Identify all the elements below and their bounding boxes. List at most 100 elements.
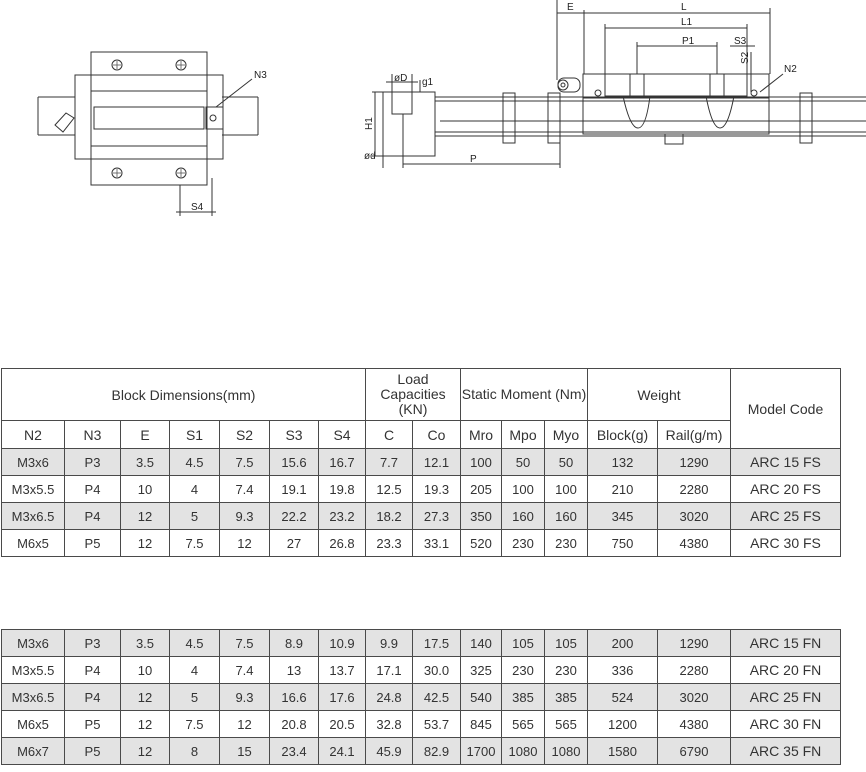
table-cell: 12 xyxy=(120,529,170,557)
table-cell: 45.9 xyxy=(365,737,413,765)
column-header: Block(g) xyxy=(587,420,658,449)
table-cell: 4.5 xyxy=(169,448,220,476)
table-cell: 27.3 xyxy=(412,502,461,530)
table-cell: P5 xyxy=(64,710,121,738)
table-cell: 160 xyxy=(544,502,588,530)
label-n3: N3 xyxy=(254,70,267,81)
table-cell: 7.5 xyxy=(219,448,270,476)
table-cell: 24.1 xyxy=(318,737,366,765)
technical-drawing: N3 S4 øD g1 H1 ød P E L L1 P1 S3 S2 N2 xyxy=(37,0,866,216)
model-code-cell: ARC 25 FN xyxy=(730,683,841,711)
column-header: Co xyxy=(412,420,461,449)
column-header: Rail(g/m) xyxy=(657,420,731,449)
table-cell: M6x5 xyxy=(1,529,65,557)
model-code-cell: ARC 30 FS xyxy=(730,529,841,557)
table-cell: 19.1 xyxy=(269,475,319,503)
header-model-code: Model Code xyxy=(730,368,841,449)
table-cell: 1580 xyxy=(587,737,658,765)
table-cell: 100 xyxy=(460,448,502,476)
table-cell: 19.8 xyxy=(318,475,366,503)
table-cell: 7.5 xyxy=(169,710,220,738)
table-cell: M3x5.5 xyxy=(1,656,65,684)
table-cell: 132 xyxy=(587,448,658,476)
table-cell: 105 xyxy=(544,629,588,657)
table-cell: 20.8 xyxy=(269,710,319,738)
table-cell: 1290 xyxy=(657,448,731,476)
table-cell: 8 xyxy=(169,737,220,765)
label-od-bottom: ød xyxy=(364,151,376,162)
table-cell: 4 xyxy=(169,656,220,684)
table-cell: 20.5 xyxy=(318,710,366,738)
label-p: P xyxy=(470,154,477,165)
table-cell: 350 xyxy=(460,502,502,530)
table-cell: 10.9 xyxy=(318,629,366,657)
table-cell: 100 xyxy=(544,475,588,503)
table-cell: 140 xyxy=(460,629,502,657)
model-code-cell: ARC 25 FS xyxy=(730,502,841,530)
table-cell: 210 xyxy=(587,475,658,503)
table-cell: 13 xyxy=(269,656,319,684)
table-cell: M3x6.5 xyxy=(1,502,65,530)
column-header: S1 xyxy=(169,420,220,449)
table-cell: 2280 xyxy=(657,656,731,684)
table-cell: 7.4 xyxy=(219,656,270,684)
table-cell: 1200 xyxy=(587,710,658,738)
spec-table-fs: Block Dimensions(mm) Load Capacities (KN… xyxy=(1,368,841,557)
table-cell: 3020 xyxy=(657,683,731,711)
table-cell: 30.0 xyxy=(412,656,461,684)
table-cell: 26.8 xyxy=(318,529,366,557)
table-cell: 230 xyxy=(544,529,588,557)
column-header: S4 xyxy=(318,420,366,449)
table-cell: 23.4 xyxy=(269,737,319,765)
table-cell: 18.2 xyxy=(365,502,413,530)
label-h1: H1 xyxy=(364,117,375,130)
label-s3: S3 xyxy=(734,36,747,47)
table-cell: 23.3 xyxy=(365,529,413,557)
column-header: S2 xyxy=(219,420,270,449)
table-cell: 4380 xyxy=(657,529,731,557)
table-cell: 9.3 xyxy=(219,683,270,711)
table-cell: 13.7 xyxy=(318,656,366,684)
table-cell: P4 xyxy=(64,683,121,711)
table-cell: 17.1 xyxy=(365,656,413,684)
table-cell: P4 xyxy=(64,502,121,530)
table-cell: 230 xyxy=(544,656,588,684)
label-p1: P1 xyxy=(682,36,695,47)
table-cell: 12 xyxy=(219,529,270,557)
table-cell: 4 xyxy=(169,475,220,503)
table-cell: 17.6 xyxy=(318,683,366,711)
table-cell: 12.1 xyxy=(412,448,461,476)
table-cell: 325 xyxy=(460,656,502,684)
table-cell: 15.6 xyxy=(269,448,319,476)
table-cell: 2280 xyxy=(657,475,731,503)
table-cell: 12.5 xyxy=(365,475,413,503)
model-code-cell: ARC 30 FN xyxy=(730,710,841,738)
table-cell: 230 xyxy=(501,656,545,684)
table-cell: 1080 xyxy=(544,737,588,765)
label-s4: S4 xyxy=(191,202,204,213)
table-cell: M3x6 xyxy=(1,448,65,476)
table-cell: 19.3 xyxy=(412,475,461,503)
label-od-top: øD xyxy=(394,73,407,84)
table-cell: 100 xyxy=(501,475,545,503)
table-cell: 565 xyxy=(501,710,545,738)
table-cell: 12 xyxy=(120,710,170,738)
model-code-cell: ARC 35 FN xyxy=(730,737,841,765)
table-cell: 7.5 xyxy=(169,529,220,557)
model-code-cell: ARC 15 FS xyxy=(730,448,841,476)
table-cell: 9.3 xyxy=(219,502,270,530)
table-cell: 16.6 xyxy=(269,683,319,711)
table-cell: 5 xyxy=(169,683,220,711)
table-cell: 33.1 xyxy=(412,529,461,557)
table-cell: 565 xyxy=(544,710,588,738)
header-load-capacities: Load Capacities (KN) xyxy=(365,368,461,421)
table-cell: 22.2 xyxy=(269,502,319,530)
table-cell: 17.5 xyxy=(412,629,461,657)
table-cell: 205 xyxy=(460,475,502,503)
table-cell: P4 xyxy=(64,475,121,503)
table-cell: 27 xyxy=(269,529,319,557)
